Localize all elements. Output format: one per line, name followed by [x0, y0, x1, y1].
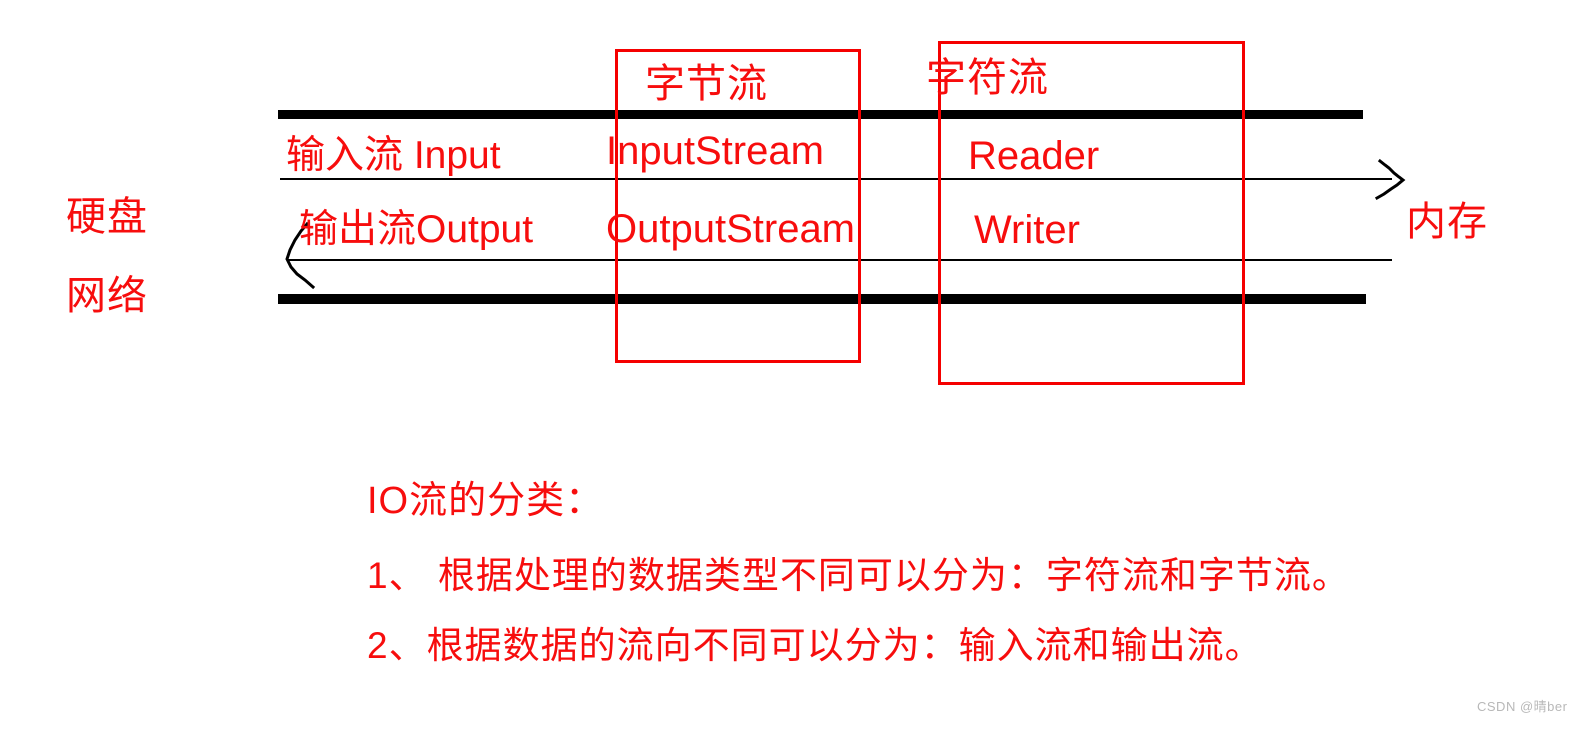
csdn-watermark: CSDN @晴ber — [1477, 699, 1568, 714]
output-flow-line — [287, 259, 1392, 261]
notes-title: IO流的分类： — [367, 480, 605, 522]
arrowhead-left-icon — [285, 221, 316, 290]
pipe-line-top — [278, 110, 1363, 119]
label-hard-disk: 硬盘 — [66, 195, 148, 239]
inputstream-label: InputStream — [606, 129, 824, 173]
label-memory: 内存 — [1406, 200, 1488, 244]
note-item-1: 1、 根据处理的数据类型不同可以分为：字符流和字节流。 — [367, 555, 1350, 596]
label-network: 网络 — [66, 274, 148, 318]
output-direction-label: 输出流Output — [299, 208, 534, 251]
char-stream-box-title: 字符流 — [926, 56, 1049, 100]
input-direction-label: 输入流 Input — [286, 134, 501, 177]
byte-stream-box-title: 字节流 — [645, 62, 768, 106]
outputstream-label: OutputStream — [606, 207, 856, 251]
byte-stream-box — [615, 49, 861, 363]
char-stream-box — [938, 41, 1245, 385]
arrowhead-right-icon — [1374, 158, 1406, 201]
pipe-line-bottom — [278, 294, 1366, 304]
note-item-2: 2、根据数据的流向不同可以分为：输入流和输出流。 — [367, 625, 1263, 666]
reader-label: Reader — [968, 134, 1100, 178]
input-flow-line — [280, 178, 1392, 180]
writer-label: Writer — [974, 208, 1080, 252]
